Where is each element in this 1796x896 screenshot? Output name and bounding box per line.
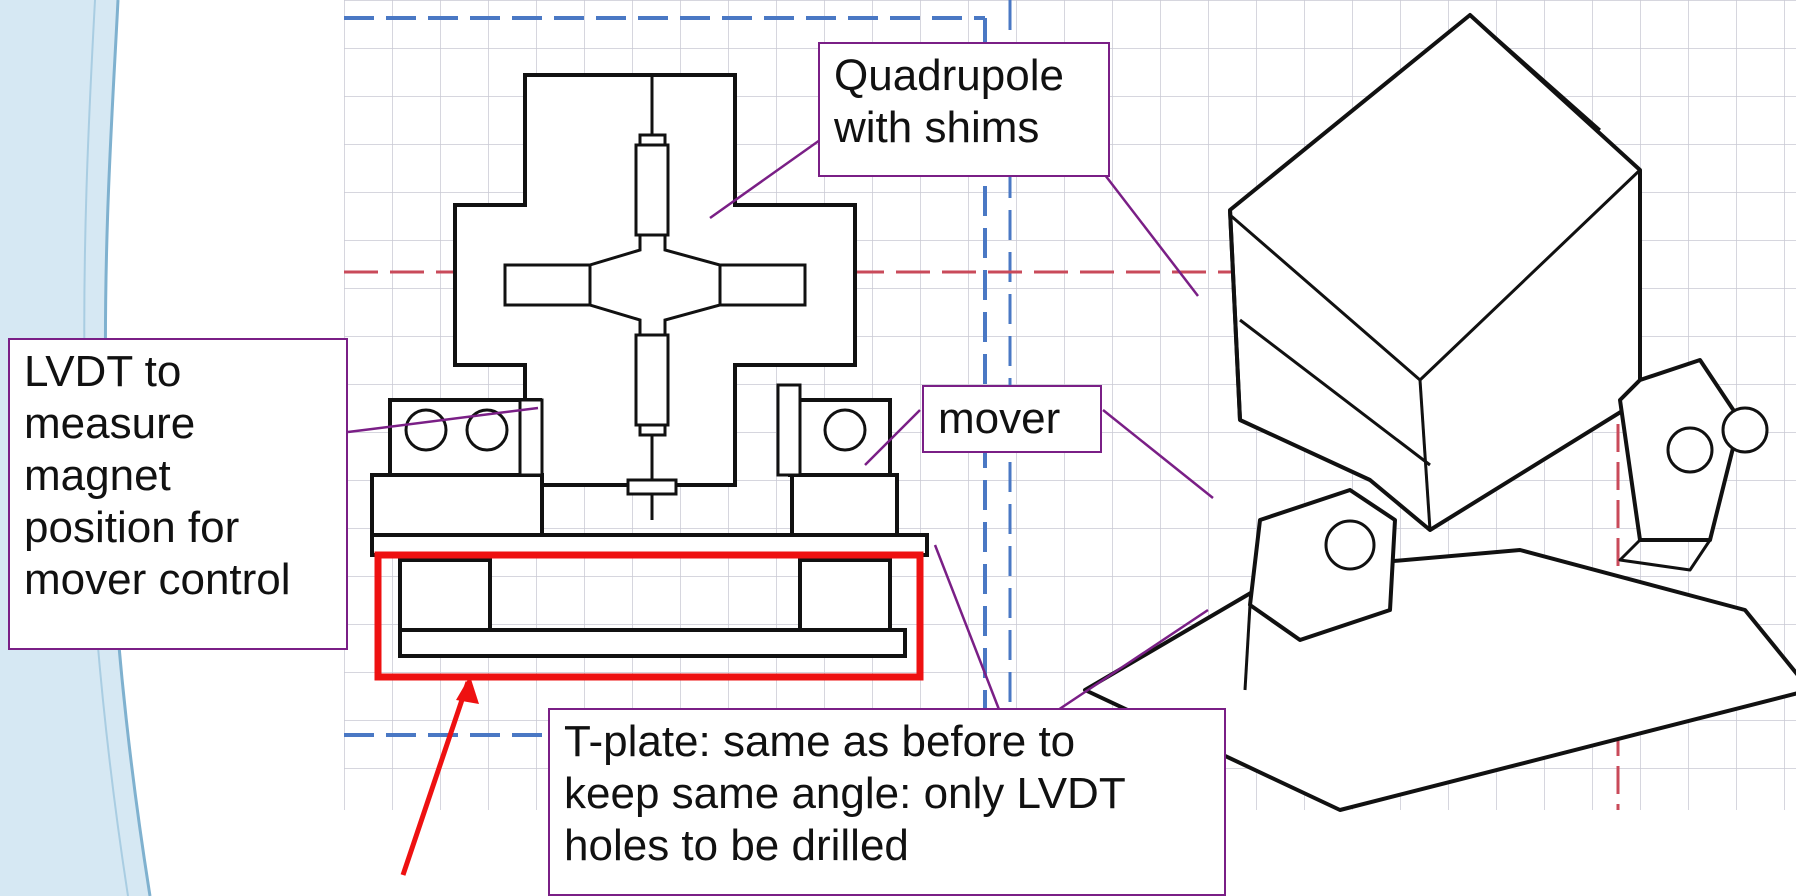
red-pointer-arrow — [400, 681, 471, 876]
callout-mover: mover — [922, 385, 1102, 453]
leader-lines — [347, 138, 1214, 714]
red-arrowhead — [456, 676, 479, 704]
callout-quadrupole: Quadrupole with shims — [818, 42, 1110, 177]
quadrupole-isometric-view — [1083, 13, 1796, 812]
callout-tplate: T-plate: same as before to keep same ang… — [548, 708, 1226, 896]
callout-lvdt: LVDT to measure magnet position for move… — [8, 338, 348, 650]
quadrupole-front-view — [370, 73, 929, 658]
tplate-highlight-box — [374, 551, 924, 681]
